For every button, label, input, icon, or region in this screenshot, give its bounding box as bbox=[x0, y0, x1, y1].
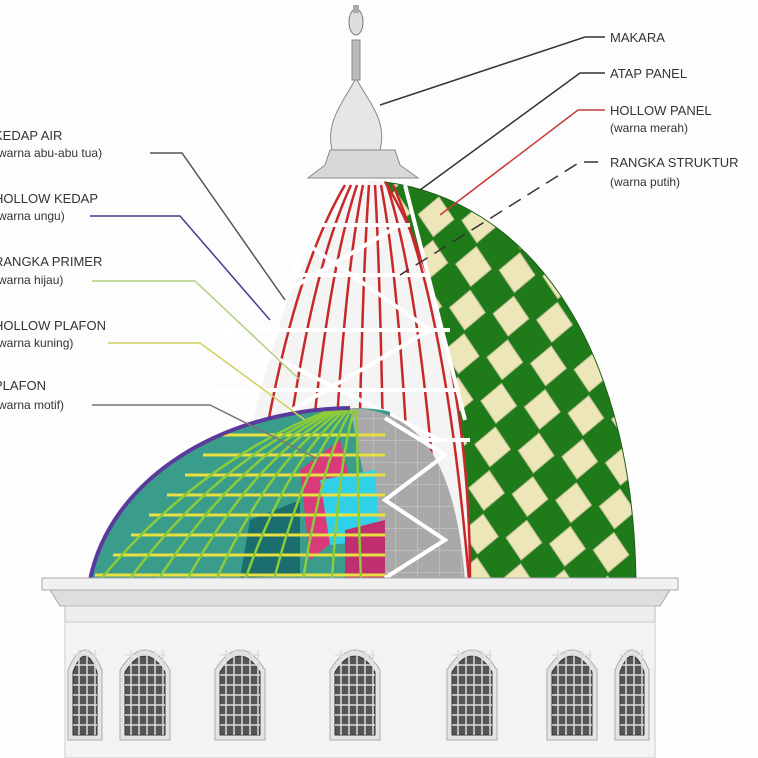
hollow-kedap bbox=[88, 406, 351, 581]
green-rib bbox=[185, 408, 340, 581]
green-rib bbox=[99, 408, 331, 581]
hollow-plafon-grid bbox=[95, 408, 385, 581]
label-atap-panel: ATAP PANEL bbox=[610, 66, 687, 81]
arched-window bbox=[614, 649, 650, 741]
label-note: (warna hijau) bbox=[0, 273, 63, 287]
label-note: (warna abu-abu tua) bbox=[0, 146, 102, 160]
green-rib bbox=[272, 409, 349, 581]
arched-window bbox=[119, 649, 171, 741]
green-rib bbox=[127, 408, 334, 581]
arched-window bbox=[214, 649, 266, 741]
arched-window bbox=[546, 649, 598, 741]
green-rib bbox=[214, 408, 343, 581]
label-rangka-struktur: RANGKA STRUKTUR bbox=[610, 155, 739, 170]
inner-dome bbox=[88, 406, 465, 581]
label-kedap-air: KEDAP AIR bbox=[0, 128, 62, 143]
arched-window bbox=[329, 649, 381, 741]
drum-base bbox=[41, 577, 679, 758]
right-labels: MAKARA ATAP PANEL HOLLOW PANEL (warna me… bbox=[610, 30, 739, 189]
green-rib bbox=[301, 409, 353, 581]
label-note: (warna merah) bbox=[610, 121, 688, 135]
arched-window bbox=[67, 649, 103, 741]
label-note: (warna kuning) bbox=[0, 336, 73, 350]
green-rib bbox=[355, 409, 363, 581]
left-labels: KEDAP AIR (warna abu-abu tua) HOLLOW KED… bbox=[0, 128, 106, 412]
arched-window bbox=[446, 649, 498, 741]
label-hollow-panel: HOLLOW PANEL bbox=[610, 103, 712, 118]
green-rib bbox=[156, 408, 337, 581]
label-makara: MAKARA bbox=[610, 30, 665, 45]
leader-lines bbox=[90, 36, 605, 461]
makara-spire bbox=[306, 5, 420, 179]
label-rangka-primer: RANGKA PRIMER bbox=[0, 254, 102, 269]
label-note: (warna putih) bbox=[610, 175, 680, 189]
label-plafon: PLAFON bbox=[0, 378, 46, 393]
green-rib bbox=[330, 409, 356, 581]
label-hollow-kedap: HOLLOW KEDAP bbox=[0, 191, 98, 206]
label-note: (warna ungu) bbox=[0, 209, 65, 223]
green-rib bbox=[243, 409, 346, 581]
label-hollow-plafon: HOLLOW PLAFON bbox=[0, 318, 106, 333]
label-note: (warna motif) bbox=[0, 398, 64, 412]
